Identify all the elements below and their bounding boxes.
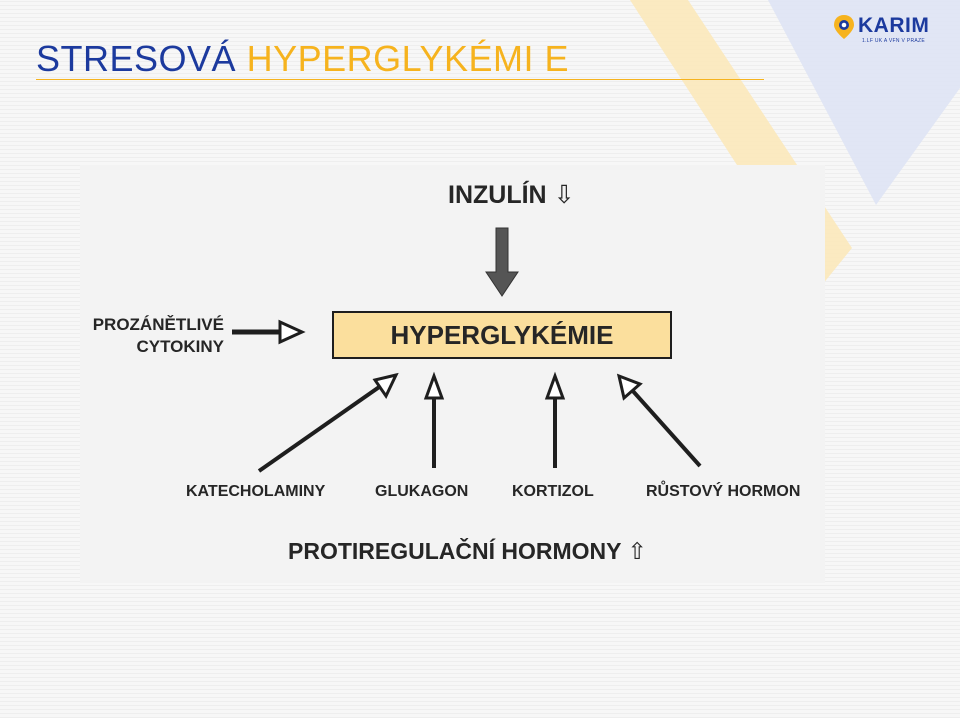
hyperglycemia-label: HYPERGLYKÉMIE [390,319,614,350]
katecholaminy-arrow-head [372,372,399,399]
kortizol-arrow-head [544,371,566,400]
page-title: STRESOVÁ HYPERGLYKÉMI E [36,38,569,80]
label-kortizol: KORTIZOL [512,483,594,500]
glukagon-arrow-head [423,371,445,400]
label-katecholaminy: KATECHOLAMINY [186,483,326,500]
title-underline [36,79,764,80]
logo-subtitle: 1.LF UK A VFN V PRAZE [862,38,925,44]
cytokines-arrow-head [278,319,306,345]
title-part-orange: HYPERGLYKÉMI E [246,38,569,79]
insulin-arrow [485,227,519,297]
cytokines-label-line2: CYTOKINY [136,337,224,356]
rustovy-hormon-arrow-head [616,373,643,401]
insulin-down-indicator-icon: ⇩ [553,181,575,209]
rustovy-hormon-arrow-line [630,388,702,468]
diagram-panel [80,165,825,583]
insulin-label: INZULÍN ⇩ [448,181,575,209]
katecholaminy-arrow-line [257,383,384,473]
label-glukagon: GLUKAGON [375,483,469,500]
label-rustovy-hormon: RŮSTOVÝ HORMON [646,483,801,500]
cytokines-label: PROZÁNĚTLIVÉ CYTOKINY [90,314,224,358]
logo-name: KARIM [858,14,930,37]
counterregulatory-up-indicator-icon: ⇧ [627,538,647,564]
location-pin-icon [834,15,854,39]
cytokines-label-line1: PROZÁNĚTLIVÉ [92,315,224,334]
counterregulatory-label: PROTIREGULAČNÍ HORMONY ⇧ [288,538,647,564]
title-part-blue: STRESOVÁ [36,38,237,79]
hyperglycemia-box: HYPERGLYKÉMIE [332,311,672,359]
